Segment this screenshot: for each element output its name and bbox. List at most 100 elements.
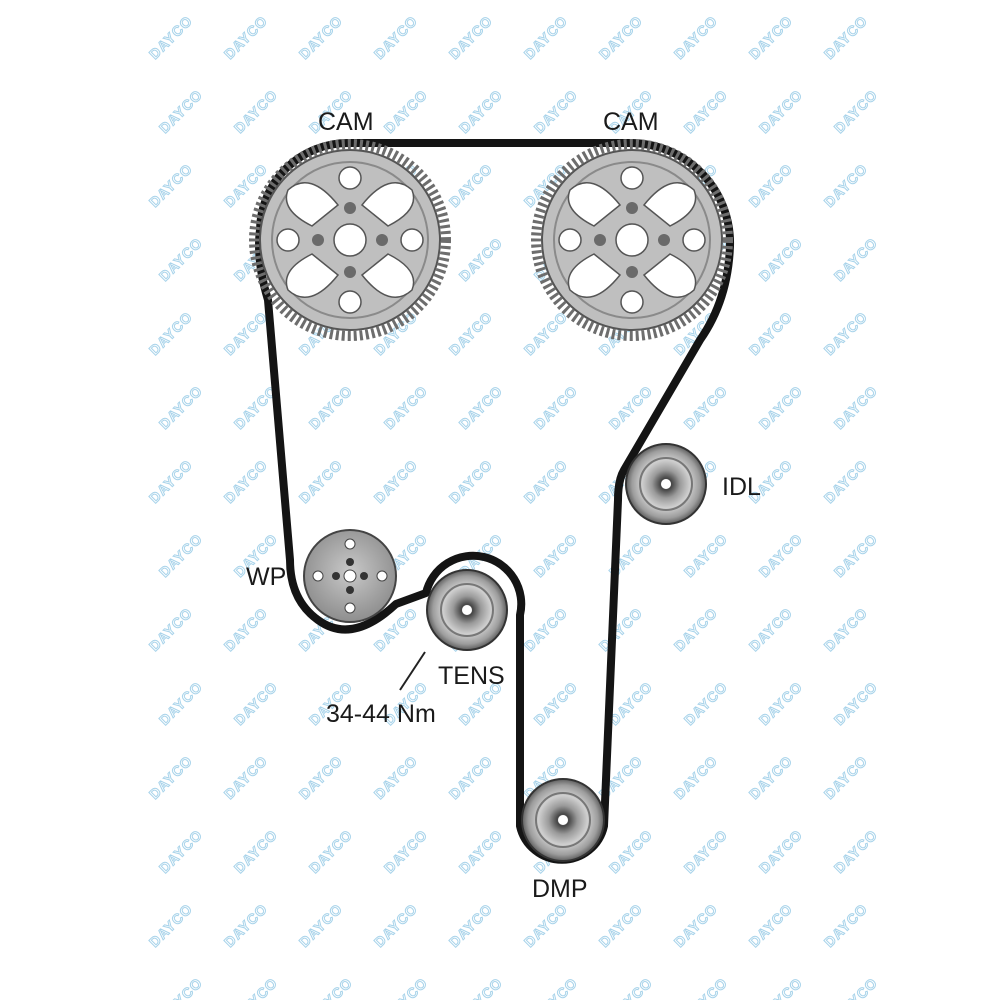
watermark-text: DAYCO — [456, 974, 506, 1000]
watermark-text: DAYCO — [306, 974, 356, 1000]
watermark-text: DAYCO — [831, 826, 881, 876]
watermark-text: DAYCO — [156, 382, 206, 432]
watermark-text: DAYCO — [596, 604, 646, 654]
torque-label: 34-44 Nm — [326, 700, 436, 728]
watermark-text: DAYCO — [296, 900, 346, 950]
watermark-text: DAYCO — [606, 974, 656, 1000]
watermark-text: DAYCO — [681, 974, 731, 1000]
watermark-text: DAYCO — [756, 382, 806, 432]
watermark-text: DAYCO — [681, 678, 731, 728]
watermark-text: DAYCO — [756, 530, 806, 580]
watermark-text: DAYCO — [821, 308, 871, 358]
water-pump-label: WP — [246, 563, 286, 591]
camshaft-gear-right — [531, 139, 733, 341]
watermark-text: DAYCO — [456, 86, 506, 136]
watermark-text: DAYCO — [381, 974, 431, 1000]
watermark-text: DAYCO — [746, 604, 796, 654]
watermark-text: DAYCO — [221, 456, 271, 506]
watermark-text: DAYCO — [231, 826, 281, 876]
watermark-text: DAYCO — [531, 974, 581, 1000]
watermark-text: DAYCO — [596, 12, 646, 62]
watermark-text: DAYCO — [306, 826, 356, 876]
watermark-text: DAYCO — [371, 12, 421, 62]
watermark-text: DAYCO — [146, 12, 196, 62]
water-pump-pulley — [303, 529, 397, 623]
watermark-text: DAYCO — [446, 308, 496, 358]
watermark-text: DAYCO — [371, 456, 421, 506]
watermark-text: DAYCO — [831, 974, 881, 1000]
watermark-text: DAYCO — [681, 382, 731, 432]
cam-right-label: CAM — [603, 108, 659, 136]
watermark-text: DAYCO — [531, 382, 581, 432]
watermark-text: DAYCO — [831, 382, 881, 432]
watermark-text: DAYCO — [756, 678, 806, 728]
watermark-text: DAYCO — [446, 160, 496, 210]
watermark-text: DAYCO — [371, 752, 421, 802]
watermark-text: DAYCO — [456, 234, 506, 284]
watermark-text: DAYCO — [146, 604, 196, 654]
idler-label: IDL — [722, 473, 761, 501]
watermark-text: DAYCO — [681, 86, 731, 136]
watermark-text: DAYCO — [681, 530, 731, 580]
watermark-text: DAYCO — [831, 86, 881, 136]
watermark-text: DAYCO — [156, 826, 206, 876]
watermark-text: DAYCO — [446, 456, 496, 506]
watermark-text: DAYCO — [306, 382, 356, 432]
watermark-text: DAYCO — [821, 752, 871, 802]
watermark-text: DAYCO — [146, 900, 196, 950]
watermark-text: DAYCO — [521, 456, 571, 506]
watermark-text: DAYCO — [456, 382, 506, 432]
watermark-text: DAYCO — [156, 530, 206, 580]
watermark-text: DAYCO — [146, 160, 196, 210]
watermark-text: DAYCO — [671, 12, 721, 62]
watermark-text: DAYCO — [831, 234, 881, 284]
watermark-text: DAYCO — [746, 12, 796, 62]
tensioner-label: TENS — [438, 662, 505, 690]
watermark-text: DAYCO — [521, 12, 571, 62]
watermark-text: DAYCO — [296, 456, 346, 506]
watermark-text: DAYCO — [456, 826, 506, 876]
watermark-text: DAYCO — [221, 308, 271, 358]
watermark-text: DAYCO — [671, 752, 721, 802]
watermark-text: DAYCO — [531, 86, 581, 136]
watermark-text: DAYCO — [531, 530, 581, 580]
watermark-text: DAYCO — [296, 12, 346, 62]
watermark-text: DAYCO — [146, 308, 196, 358]
watermark-text: DAYCO — [231, 678, 281, 728]
watermark-text: DAYCO — [156, 678, 206, 728]
watermark-text: DAYCO — [446, 12, 496, 62]
watermark-text: DAYCO — [371, 900, 421, 950]
watermark-text: DAYCO — [746, 900, 796, 950]
torque-leader-line — [399, 651, 426, 691]
watermark-text: DAYCO — [446, 752, 496, 802]
watermark-layer: DAYCO DAYCO DAYCO DAYCO DAYCO DAYCO DAYCO DAYCO… — [145, 12, 881, 1000]
watermark-text: DAYCO — [746, 308, 796, 358]
watermark-text: DAYCO — [146, 752, 196, 802]
idler-pulley — [625, 443, 707, 525]
watermark-text: DAYCO — [446, 900, 496, 950]
watermark-text: DAYCO — [671, 604, 721, 654]
watermark-text: DAYCO — [221, 752, 271, 802]
watermark-text: DAYCO — [531, 678, 581, 728]
watermark-text: DAYCO — [821, 12, 871, 62]
watermark-text: DAYCO — [381, 826, 431, 876]
watermark-text: DAYCO — [756, 974, 806, 1000]
watermark-text: DAYCO — [746, 160, 796, 210]
watermark-text: DAYCO — [221, 604, 271, 654]
watermark-text: DAYCO — [756, 826, 806, 876]
watermark-text: DAYCO — [821, 160, 871, 210]
damper-pulley — [521, 778, 605, 862]
watermark-text: DAYCO — [821, 900, 871, 950]
watermark-text: DAYCO — [146, 456, 196, 506]
watermark-text: DAYCO — [821, 456, 871, 506]
watermark-text: DAYCO — [681, 826, 731, 876]
watermark-text: DAYCO — [521, 308, 571, 358]
watermark-text: DAYCO — [746, 752, 796, 802]
watermark-text: DAYCO — [221, 12, 271, 62]
watermark-text: DAYCO — [756, 86, 806, 136]
watermark-text: DAYCO — [156, 974, 206, 1000]
watermark-text: DAYCO — [156, 234, 206, 284]
watermark-text: DAYCO — [596, 900, 646, 950]
watermark-text: DAYCO — [381, 86, 431, 136]
